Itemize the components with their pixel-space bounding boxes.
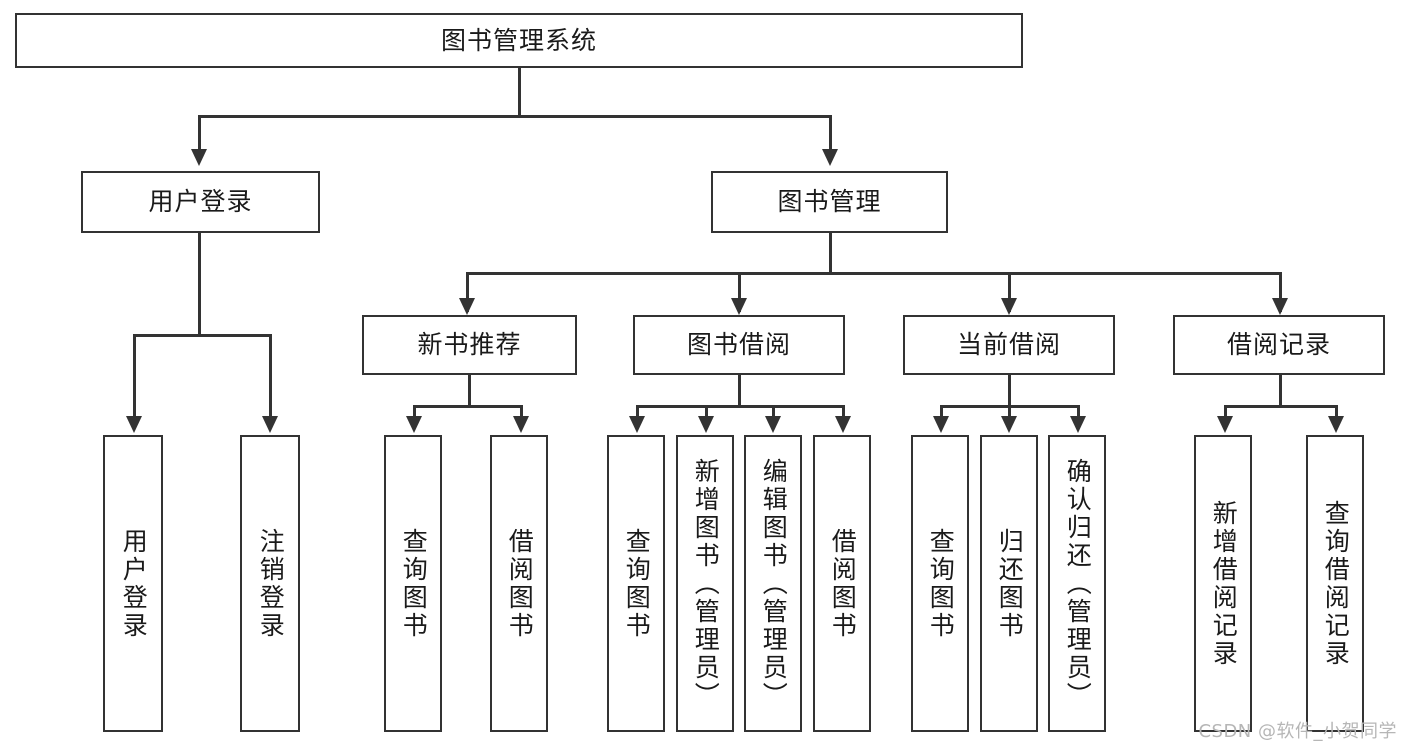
edge-bus-to-user-login [198, 115, 201, 151]
edge-new-book-bus-l [413, 405, 416, 418]
node-borrow-record[interactable]: 借阅记录 [1173, 315, 1385, 375]
leaf-label: 确认归还（管理员） [1063, 457, 1093, 710]
leaf-label: 注销登录 [256, 527, 286, 640]
edge-borrow-book-bus [636, 405, 845, 408]
arrow-to-leaf-query-book-3 [933, 416, 949, 433]
leaf-label: 新增图书（管理员） [691, 457, 721, 710]
node-label: 图书管理系统 [440, 25, 597, 55]
node-new-book-recommend[interactable]: 新书推荐 [362, 315, 577, 375]
arrow-to-leaf-confirm-return [1070, 416, 1086, 433]
leaf-borrow-book-new-recommend[interactable]: 借阅图书 [490, 435, 548, 732]
leaf-edit-book-admin[interactable]: 编辑图书（管理员） [744, 435, 802, 732]
leaf-label: 借阅图书 [828, 527, 858, 640]
edge-new-book-bus [413, 405, 523, 408]
arrow-to-leaf-edit-book [765, 416, 781, 433]
edge-user-login-down [198, 232, 201, 337]
arrow-to-leaf-query-book-1 [406, 416, 422, 433]
edge-user-login-bus-right [269, 334, 272, 418]
edge-current-borrow-bus-1 [940, 405, 943, 418]
node-label: 当前借阅 [956, 330, 1061, 360]
leaf-label: 借阅图书 [505, 527, 535, 640]
edge-borrow-book-bus-4 [842, 405, 845, 418]
leaf-query-borrow-record[interactable]: 查询借阅记录 [1306, 435, 1364, 732]
node-label: 用户登录 [148, 187, 253, 217]
edge-borrow-book-bus-2 [705, 405, 708, 418]
edge-user-login-bus-left [133, 334, 136, 418]
edge-borrow-record-bus-r [1335, 405, 1338, 418]
edge-current-borrow-down [1008, 374, 1011, 408]
edge-borrow-record-down [1279, 374, 1282, 408]
arrow-to-leaf-return-book [1001, 416, 1017, 433]
node-book-management[interactable]: 图书管理 [711, 171, 948, 233]
edge-root-down [518, 67, 521, 117]
edge-borrow-book-down [738, 374, 741, 408]
node-root-book-management-system[interactable]: 图书管理系统 [15, 13, 1023, 68]
arrow-to-borrow-book [731, 298, 747, 315]
leaf-label: 查询借阅记录 [1321, 499, 1351, 668]
edge-user-login-bus [133, 334, 272, 337]
arrow-to-leaf-query-record [1328, 416, 1344, 433]
leaf-query-book-borrow[interactable]: 查询图书 [607, 435, 665, 732]
leaf-return-book[interactable]: 归还图书 [980, 435, 1038, 732]
node-label: 借阅记录 [1226, 330, 1331, 360]
arrow-to-leaf-borrow-book-1 [513, 416, 529, 433]
leaf-query-book-new-recommend[interactable]: 查询图书 [384, 435, 442, 732]
leaf-user-login[interactable]: 用户登录 [103, 435, 163, 732]
leaf-label: 编辑图书（管理员） [759, 457, 789, 710]
leaf-borrow-book-borrow[interactable]: 借阅图书 [813, 435, 871, 732]
leaf-label: 归还图书 [995, 527, 1025, 640]
leaf-label: 查询图书 [622, 527, 652, 640]
arrow-to-leaf-logout [262, 416, 278, 433]
leaf-label: 查询图书 [399, 527, 429, 640]
arrow-to-leaf-query-book-2 [629, 416, 645, 433]
edge-borrow-record-bus [1224, 405, 1338, 408]
edge-borrow-record-bus-l [1224, 405, 1227, 418]
arrow-to-current-borrow [1001, 298, 1017, 315]
edge-current-borrow-bus-3 [1077, 405, 1080, 418]
leaf-label: 用户登录 [119, 527, 149, 640]
arrow-to-new-book [459, 298, 475, 315]
edge-bus-to-borrow-record [1279, 272, 1282, 312]
edge-bus-to-new-book [466, 272, 469, 312]
edge-book-manage-down [829, 232, 832, 274]
leaf-logout[interactable]: 注销登录 [240, 435, 300, 732]
edge-new-book-bus-r [520, 405, 523, 418]
node-book-borrow[interactable]: 图书借阅 [633, 315, 845, 375]
edge-level3-bus [466, 272, 1282, 275]
leaf-label: 查询图书 [926, 527, 956, 640]
edge-current-borrow-bus-2 [1008, 405, 1011, 418]
leaf-add-book-admin[interactable]: 新增图书（管理员） [676, 435, 734, 732]
edge-bus-to-current-borrow [1008, 272, 1011, 312]
arrow-to-book-manage [822, 149, 838, 166]
edge-level2-bus [198, 115, 832, 118]
node-user-login[interactable]: 用户登录 [81, 171, 320, 233]
arrow-to-leaf-borrow-book-2 [835, 416, 851, 433]
csdn-watermark: CSDN @软件_小贺同学 [1198, 721, 1397, 742]
arrow-to-leaf-add-record [1217, 416, 1233, 433]
leaf-add-borrow-record[interactable]: 新增借阅记录 [1194, 435, 1252, 732]
leaf-query-book-current[interactable]: 查询图书 [911, 435, 969, 732]
edge-bus-to-book-manage [829, 115, 832, 151]
arrow-to-user-login [191, 149, 207, 166]
node-label: 图书管理 [777, 187, 882, 217]
leaf-label: 新增借阅记录 [1209, 499, 1239, 668]
node-current-borrow[interactable]: 当前借阅 [903, 315, 1115, 375]
leaf-confirm-return-admin[interactable]: 确认归还（管理员） [1048, 435, 1106, 732]
edge-new-book-down [468, 374, 471, 408]
node-label: 新书推荐 [417, 330, 522, 360]
arrow-to-leaf-add-book [698, 416, 714, 433]
arrow-to-borrow-record [1272, 298, 1288, 315]
edge-bus-to-borrow-book [738, 272, 741, 312]
edge-borrow-book-bus-1 [636, 405, 639, 418]
edge-borrow-book-bus-3 [772, 405, 775, 418]
node-label: 图书借阅 [686, 330, 791, 360]
arrow-to-leaf-user-login [126, 416, 142, 433]
